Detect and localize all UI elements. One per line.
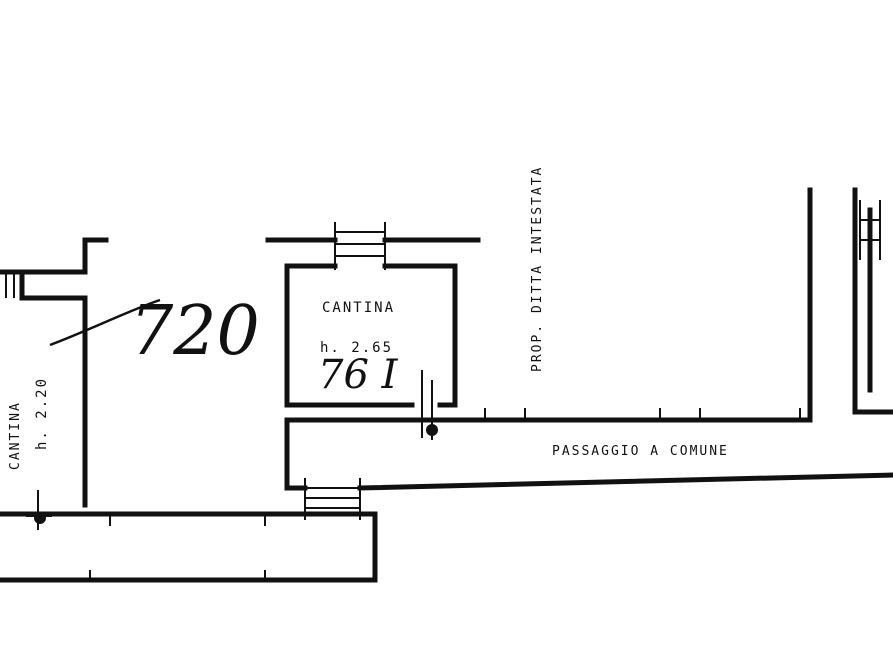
right-block-wall xyxy=(852,187,893,415)
lower-ticks xyxy=(89,514,266,582)
cantina-right-wall xyxy=(437,263,458,408)
left-room-height-label: h. 2.20 xyxy=(34,376,50,450)
passage-label: PASSAGGIO A COMUNE xyxy=(552,444,729,459)
cantina-height-label: h. 2.65 xyxy=(320,340,394,356)
passage-ticks xyxy=(484,408,801,420)
left-room-label: CANTINA xyxy=(8,401,23,470)
lower-wall xyxy=(0,511,378,583)
stair-right xyxy=(859,200,881,260)
left-room-top-step xyxy=(82,237,109,275)
prop-label: PROP. DITTA INTESTATA xyxy=(530,165,545,372)
stair-top xyxy=(334,222,386,270)
door-left xyxy=(26,490,52,530)
passage-bottom-wall xyxy=(357,472,893,491)
passage-left-wall xyxy=(284,417,308,491)
door-left-knob xyxy=(34,512,46,524)
annotation-76: 76 I xyxy=(318,352,398,398)
cantina-label: CANTINA xyxy=(322,300,396,316)
handwritten-stroke xyxy=(49,298,161,347)
stair-bottom xyxy=(304,478,361,520)
cantina-wall xyxy=(284,263,415,408)
left-step xyxy=(0,271,15,298)
door-cantina-knob xyxy=(426,424,438,436)
annotation-720: 720 xyxy=(130,292,260,371)
passage-top-wall xyxy=(409,187,813,423)
